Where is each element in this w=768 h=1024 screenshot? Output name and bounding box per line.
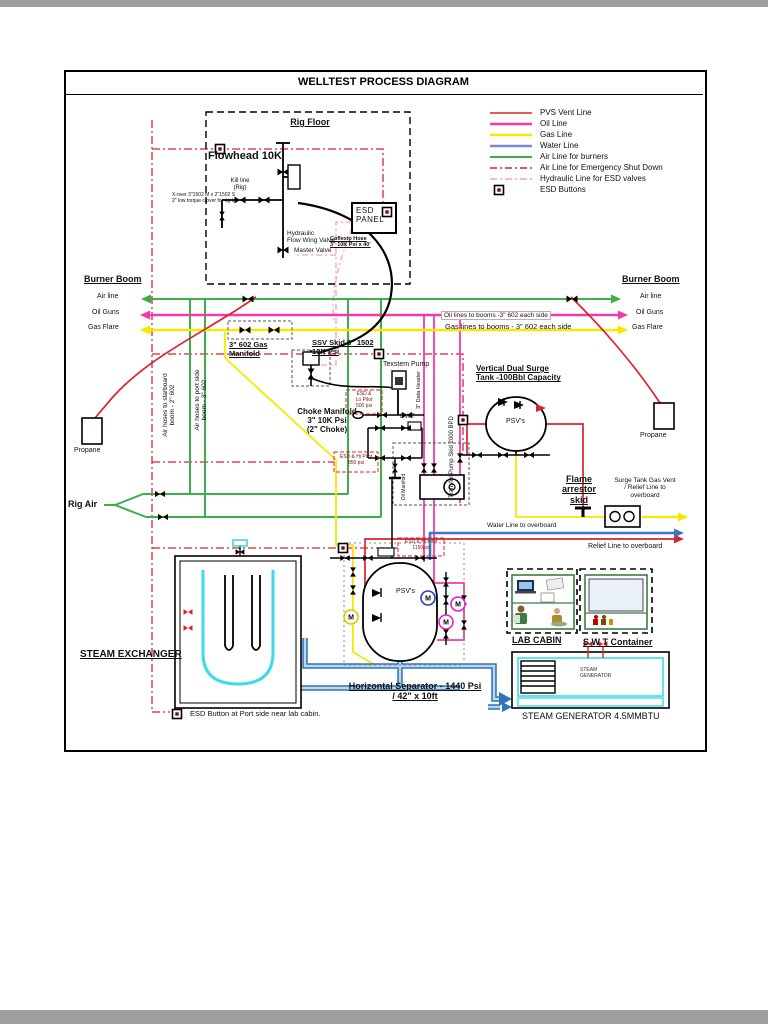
oil-manifold-label: Oil Manifold [401, 473, 407, 501]
esd-lo-pilot-label: ESD & Lo Pilot 500 psi [355, 391, 373, 409]
flowhead-label: Flowhead 10K [208, 150, 282, 162]
svg-text:M: M [443, 620, 449, 627]
ssv-skid-valve [302, 350, 320, 386]
relief-overboard-label: Relief Line to overboard [588, 543, 663, 550]
separator-psv-valves [372, 588, 382, 622]
legend-swatches [490, 112, 532, 180]
xover-note: X-over 3"1502 M x 2"1502 S 2" low torque… [172, 192, 238, 204]
left-oil-guns-label: Oil Guns [92, 309, 120, 316]
flame-arrestor-symbol [575, 505, 641, 528]
surge-tank-title: Vertical Dual Surge Tank -100Bbl Capacit… [476, 364, 561, 383]
rig-floor-boundary [205, 111, 411, 285]
rig-air-label: Rig Air [68, 499, 98, 509]
burner-boom-right-title: Burner Boom [622, 274, 680, 284]
choke-manifold-label: Choke Manifold 3" 10K Psi (2" Choke) [297, 407, 357, 435]
gas-manifold-label: 3" 602 Gas Manifold [229, 340, 268, 358]
motor-valves: M M M M [343, 590, 466, 630]
data-header-label: 3" Data Header [416, 371, 422, 409]
propane-right-label: Propane [640, 432, 667, 439]
transfer-pump-skid-boundary [392, 442, 470, 506]
page-title: WELLTEST PROCESS DIAGRAM [298, 76, 469, 88]
separator-title: Horizontal Separator - 1440 Psi / 42" x … [348, 681, 482, 702]
kill-line-label: Kill line (Rig) [230, 178, 250, 191]
dwt-label: DWT [400, 413, 415, 420]
flowhead-piping [221, 142, 399, 415]
gas-manifold-skid [227, 320, 293, 340]
steam-generator-symbol [511, 641, 670, 709]
propane-left-label: Propane [74, 447, 101, 454]
esd-hi-pilot-1150-label: ESD & Hi Pilot 1150psi [404, 539, 438, 551]
esd-panel-label: ESD PANEL [356, 206, 385, 225]
water-arrow [674, 528, 684, 538]
water-overboard-line [428, 531, 675, 560]
legend-label-gas: Gas Line [540, 130, 573, 139]
hydraulic-esd-line [294, 221, 353, 366]
page-bottom-gutter [0, 1010, 768, 1024]
legend-label-hydraulic: Hydraulic Line for ESD valves [540, 174, 646, 183]
gas-line-arrows [140, 325, 688, 522]
propane-tank-right [653, 402, 675, 430]
esd-port-note: ESD Button at Port side near lab cabin. [190, 709, 321, 718]
air-line-arrows [141, 294, 621, 304]
right-gas-flare-label: Gas Flare [632, 324, 663, 331]
legend-label-esd-air: Air Line for Emergency Shut Down [540, 163, 663, 172]
burner-boom-left-title: Burner Boom [84, 274, 142, 284]
diagram-border [64, 70, 707, 752]
separator-vessel [362, 562, 438, 662]
svg-text:M: M [348, 615, 354, 622]
esd-hi-pilot-850-label: ESD & Hi Pilot 850 psi [339, 454, 373, 466]
gas-lines [149, 328, 680, 669]
hydraulic-flow-wing-valve-label: Hydraulic Flow Wing Valve [287, 230, 335, 245]
left-air-line-label: Air line [97, 293, 119, 300]
right-oil-guns-label: Oil Guns [636, 309, 664, 316]
oil-lines-note: Oil lines to booms -3" 602 each side [441, 311, 551, 321]
burner-air-lines [104, 298, 612, 518]
texstem-pump-label: Texstem Pump [383, 361, 430, 368]
page-top-gutter [0, 0, 768, 7]
lab-cabin-label: LAB CABIN [512, 635, 562, 645]
legend-label-water: Water Line [540, 141, 579, 150]
esd-pilot-boxes [333, 389, 445, 557]
rig-floor-title: Rig Floor [290, 117, 330, 127]
svg-text:M: M [425, 596, 431, 603]
propane-tank-left [81, 417, 103, 445]
lab-cabin-symbol [506, 568, 578, 634]
surge-psvs-label: PSV's [506, 418, 525, 425]
choke-manifold-piping [352, 410, 424, 558]
air-hoses-starboard-label: Air hoses to starboard boom - 2" 602 [162, 373, 177, 437]
water-overboard-label: Water Line to overboard [487, 522, 557, 529]
oil-line-arrows [140, 310, 628, 320]
legend-label-esd-buttons: ESD Buttons [540, 185, 586, 194]
title-bar: WELLTEST PROCESS DIAGRAM [64, 70, 703, 95]
right-air-line-label: Air line [640, 293, 662, 300]
gas-lines-note: Gas lines to booms - 3" 602 each side [445, 322, 572, 331]
legend-label-air: Air Line for burners [540, 152, 609, 161]
ssv-skid-label: SSV Skid 3" 1502 10K Psi [312, 338, 374, 356]
air-hoses-port-label: Air hoses to port side boom - 3" 602 [194, 369, 209, 431]
steam-exchanger-symbol [174, 539, 302, 709]
legend-label-pvs: PVS Vent Line [540, 108, 592, 117]
steam-generator-label: STEAM GENERATOR 4.5MMBTU [522, 711, 660, 721]
separator-psvs-label: PSV's [396, 588, 415, 595]
svg-text:M: M [455, 602, 461, 609]
flame-arrestor-label: Flame arrestor skid [561, 474, 597, 505]
relief-arrow [674, 534, 684, 544]
legend-label-oil: Oil Line [540, 119, 568, 128]
texstem-pump-symbol [391, 370, 407, 390]
left-gas-flare-label: Gas Flare [88, 324, 119, 331]
steam-exchanger-label: STEAM EXCHANGER [80, 649, 182, 660]
transfer-pump-symbol [419, 474, 465, 500]
esd-air-line [151, 120, 464, 713]
master-valve-label: Master Valve [294, 247, 332, 254]
transfer-pump-label: Transfer Pump Skid 2000 BPD [449, 416, 455, 498]
steam-generator-inner-label: STEAM GENERATOR [580, 667, 612, 679]
coflexip-hose-label: Coflexip Hose 3" 10K Psi x 40' [330, 236, 371, 249]
swt-container-label: S W T Container [583, 637, 653, 647]
swt-container-symbol [579, 568, 653, 634]
surge-vent-note: Surge Tank Gas Vent / Relief Line to ove… [614, 477, 676, 499]
